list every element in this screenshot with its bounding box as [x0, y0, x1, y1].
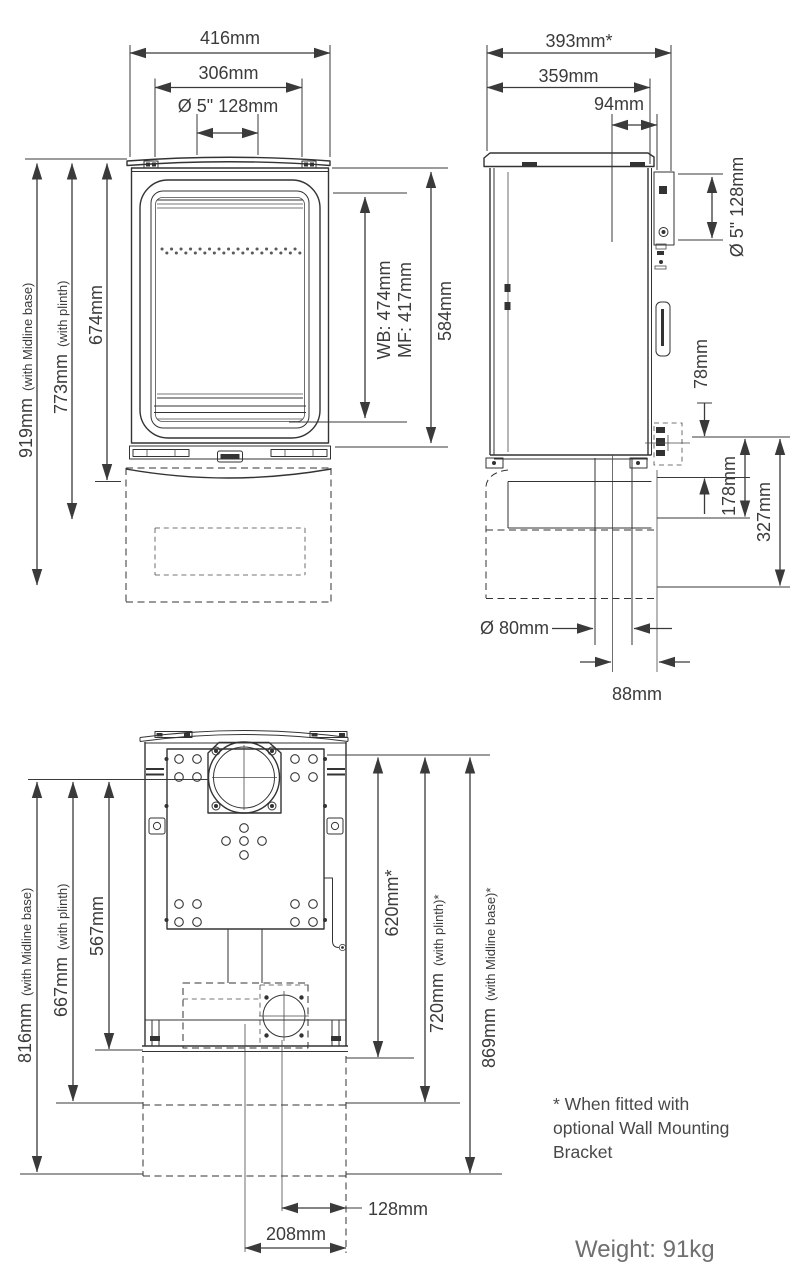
rear-top-plate — [139, 730, 349, 742]
svg-text:(with plinth): (with plinth) — [55, 884, 70, 950]
side-dim-178: 178mm — [719, 456, 739, 516]
front-dim-height-plinth: 773mm (with plinth) — [51, 281, 71, 415]
rear-body — [144, 742, 347, 1046]
rear-dimensions: 816mm (with Midline base) 667mm (with pl… — [15, 754, 502, 1254]
rear-lower-assembly-outline — [182, 982, 309, 1049]
rear-dim-bracket-869: 869mm (with Midline base)* — [479, 888, 499, 1068]
footnote-line-1: * When fitted with — [553, 1094, 689, 1114]
front-dim-glass-mf: MF: 417mm — [395, 262, 415, 358]
front-dimensions: 416mm 306mm Ø 5" 128mm 919mm (with Midli… — [16, 28, 455, 586]
footnote-line-3: Bracket — [553, 1142, 612, 1162]
footnote-line-2: optional Wall Mounting — [553, 1118, 729, 1138]
svg-text:(with plinth): (with plinth) — [55, 281, 70, 347]
rear-flue-plate — [207, 741, 282, 814]
front-dim-height-door: 584mm — [435, 281, 455, 341]
rear-view: 816mm (with Midline base) 667mm (with pl… — [15, 730, 502, 1254]
side-plinth-outline — [485, 469, 509, 598]
front-skirt — [125, 468, 332, 479]
side-dimensions: 393mm* 359mm 94mm Ø 5" 128mm 78mm 178mm … — [480, 31, 790, 704]
side-flue-outlet-box — [653, 171, 675, 270]
side-stove-drawing — [483, 152, 690, 672]
front-dim-glass-wb: WB: 474mm — [374, 260, 394, 359]
rear-stove-drawing — [139, 730, 349, 1253]
footnote: * When fitted with optional Wall Mountin… — [553, 1094, 729, 1162]
rear-edge-bolts — [164, 757, 327, 922]
front-dim-inner-width: 306mm — [198, 63, 258, 83]
front-dim-flue-width: Ø 5" 128mm — [178, 96, 278, 116]
side-view: 393mm* 359mm 94mm Ø 5" 128mm 78mm 178mm … — [480, 31, 790, 704]
front-base-recess-outline — [154, 527, 306, 576]
svg-text:773mm: 773mm — [51, 354, 71, 414]
svg-text:667mm: 667mm — [51, 957, 71, 1017]
front-door-frame — [139, 179, 321, 439]
rear-corner-holes — [174, 754, 318, 927]
svg-text:919mm: 919mm — [16, 398, 36, 458]
rear-lower-outlet — [259, 991, 309, 1041]
svg-text:816mm: 816mm — [15, 1003, 35, 1063]
side-dim-body-depth: 359mm — [538, 66, 598, 86]
side-top-plate — [483, 152, 655, 168]
svg-text:(with Midline base): (with Midline base) — [20, 283, 35, 391]
rear-pipes — [227, 929, 263, 983]
svg-text:(with plinth)*: (with plinth)* — [431, 894, 446, 966]
side-dim-pipe-offset: 88mm — [612, 684, 662, 704]
rear-midline-base-outline — [142, 1056, 347, 1253]
rear-flue-collar — [207, 741, 281, 814]
front-stove-drawing — [25, 156, 332, 603]
side-dim-flue-offset: 94mm — [594, 94, 644, 114]
rear-dim-height-body: 567mm — [87, 896, 107, 956]
side-dim-327: 327mm — [754, 482, 774, 542]
rear-top-bars — [154, 731, 348, 738]
rear-dim-bracket-720: 720mm (with plinth)* — [427, 894, 447, 1033]
svg-text:(with Midline base)*: (with Midline base)* — [483, 888, 498, 1001]
svg-text:869mm: 869mm — [479, 1008, 499, 1068]
side-rear-outlet — [645, 422, 690, 466]
rear-dim-centre-offset: 208mm — [266, 1224, 326, 1244]
front-dim-height-midline: 919mm (with Midline base) — [16, 283, 36, 458]
rear-side-tabs — [148, 817, 344, 835]
rear-dim-height-plinth: 667mm (with plinth) — [51, 884, 71, 1018]
weight-label: Weight: 91kg — [575, 1236, 715, 1263]
side-dim-pipe-diameter: Ø 80mm — [480, 618, 549, 638]
front-dim-overall-width: 416mm — [200, 28, 260, 48]
side-dim-overall-depth: 393mm* — [545, 31, 612, 51]
front-dim-height-body: 674mm — [86, 285, 106, 345]
brand-badge — [217, 450, 243, 463]
rear-conduit — [324, 877, 347, 952]
side-dim-flue-diameter: Ø 5" 128mm — [727, 157, 747, 257]
front-body — [130, 167, 330, 444]
rear-dim-outlet-offset: 128mm — [368, 1199, 428, 1219]
side-bracket-strip — [655, 301, 671, 357]
side-flue-pipe — [594, 458, 633, 645]
side-dim-78: 78mm — [691, 339, 711, 389]
svg-text:720mm: 720mm — [427, 973, 447, 1033]
rear-dim-bracket-620: 620mm* — [382, 869, 402, 936]
front-glass — [155, 197, 305, 422]
front-glass-frame — [150, 190, 310, 429]
rear-back-panel — [166, 748, 325, 930]
svg-text:(with Midline base): (with Midline base) — [19, 888, 34, 996]
rear-centre-holes — [221, 823, 267, 860]
front-midline-base-outline — [125, 468, 332, 603]
rear-dim-height-midline: 816mm (with Midline base) — [15, 888, 35, 1063]
front-view: 416mm 306mm Ø 5" 128mm 919mm (with Midli… — [16, 28, 455, 603]
front-top-plate — [126, 156, 331, 167]
